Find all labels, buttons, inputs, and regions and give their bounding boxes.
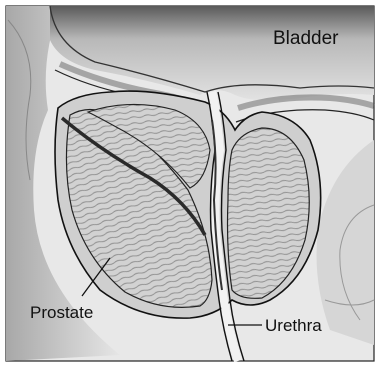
prostate-label: Prostate bbox=[30, 303, 93, 322]
bladder-label: Bladder bbox=[273, 28, 339, 49]
urethra-label: Urethra bbox=[265, 316, 322, 335]
prostate-gland bbox=[55, 91, 321, 318]
